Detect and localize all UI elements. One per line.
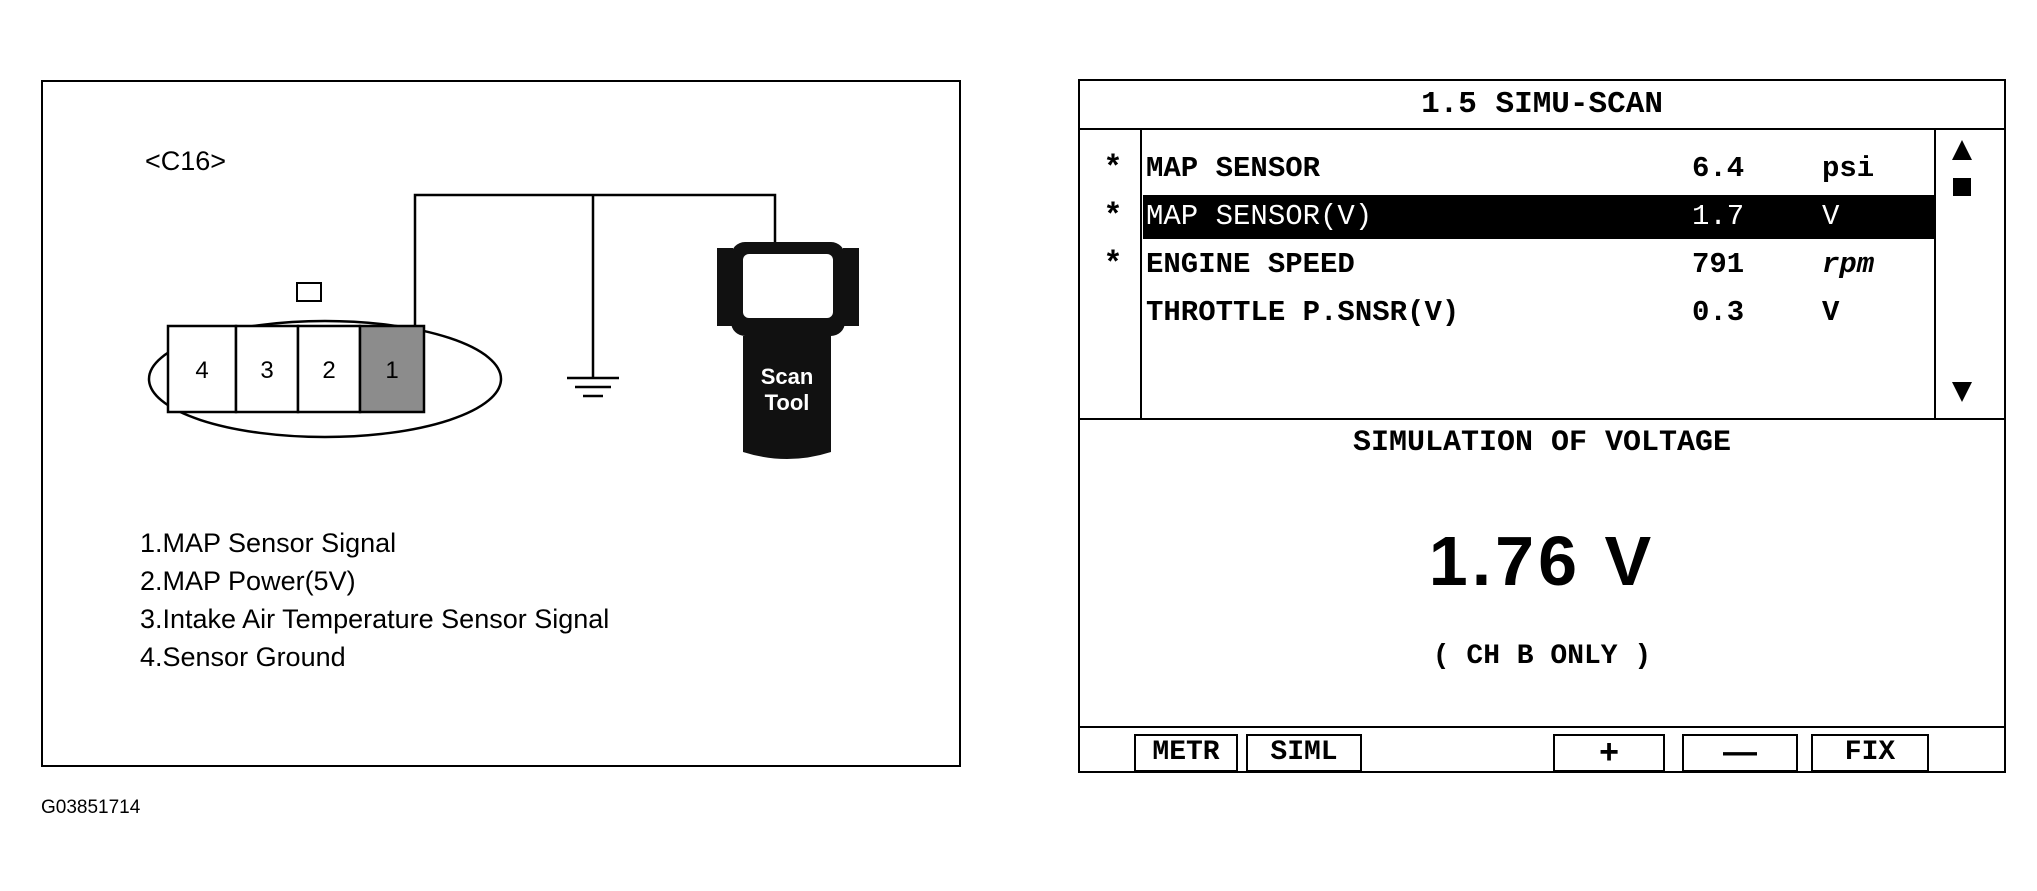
- row-value: 6.4: [1692, 152, 1745, 185]
- metr-button[interactable]: METR: [1134, 734, 1238, 772]
- pin-3-label: 3: [260, 357, 273, 384]
- legend-item: 4.Sensor Ground: [140, 642, 346, 672]
- legend-item: 1.MAP Sensor Signal: [140, 528, 397, 558]
- connector-label: <C16>: [145, 146, 227, 176]
- simulation-note: ( CH B ONLY ): [1432, 641, 1652, 672]
- signal-wire: [413, 193, 777, 372]
- row-highlight: [1143, 195, 1934, 239]
- connector-c16: 4 3 2 1: [147, 282, 503, 439]
- row-name: THROTTLE P.SNSR(V): [1146, 296, 1460, 329]
- selected-mark: *: [1103, 198, 1123, 235]
- wiring-diagram: 4 3 2 1 Scan Tool: [147, 193, 859, 459]
- row-name: MAP SENSOR(V): [1146, 200, 1373, 233]
- siml-button[interactable]: SIML: [1246, 734, 1362, 772]
- selected-mark: *: [1103, 246, 1123, 283]
- scroll-up-icon[interactable]: [1952, 140, 1972, 160]
- screen-title: 1.5 SIMU-SCAN: [1080, 81, 2004, 130]
- function-key-bar: METR SIML + — FIX: [1080, 726, 2004, 772]
- scan-tool-icon: Scan Tool: [717, 242, 859, 459]
- data-list: * MAP SENSOR 6.4 psi * MAP SENSOR(V) 1.7…: [1080, 130, 2004, 420]
- row-unit: V: [1822, 200, 1840, 233]
- figure-id: G03851714: [41, 797, 141, 818]
- legend-item: 3.Intake Air Temperature Sensor Signal: [140, 604, 610, 634]
- pin-1-highlighted: [358, 324, 426, 414]
- scroll-down-icon[interactable]: [1952, 382, 1972, 402]
- fix-button[interactable]: FIX: [1811, 734, 1929, 772]
- data-row-map-sensor[interactable]: * MAP SENSOR 6.4 psi: [1080, 145, 1934, 193]
- minus-button[interactable]: —: [1682, 734, 1798, 772]
- pin-legend: 1.MAP Sensor Signal 2.MAP Power(5V) 3.In…: [140, 524, 609, 676]
- data-row-engine-speed[interactable]: * ENGINE SPEED 791 rpm: [1080, 241, 1934, 289]
- row-unit: psi: [1822, 152, 1875, 185]
- scan-tool-screen: 1.5 SIMU-SCAN * MAP SENSOR 6.4 psi * MAP…: [1078, 79, 2006, 773]
- row-unit: V: [1822, 296, 1840, 329]
- pin-1-label: 1: [385, 357, 398, 384]
- scroll-thumb[interactable]: [1953, 178, 1971, 196]
- row-value: 791: [1692, 248, 1745, 281]
- data-row-throttle[interactable]: THROTTLE P.SNSR(V) 0.3 V: [1080, 289, 1934, 337]
- connector-diagram-panel: <C16> 4 3 2 1: [41, 80, 961, 767]
- simulation-value: 1.76 V: [1428, 522, 1656, 600]
- pin-2-label: 2: [322, 357, 335, 384]
- row-value: 0.3: [1692, 296, 1745, 329]
- plus-button[interactable]: +: [1553, 734, 1665, 772]
- scan-tool-label-line1: Scan: [761, 364, 814, 389]
- selected-mark: *: [1103, 150, 1123, 187]
- row-value: 1.7: [1692, 200, 1745, 233]
- row-name: ENGINE SPEED: [1146, 248, 1355, 281]
- legend-item: 2.MAP Power(5V): [140, 566, 356, 596]
- ground-icon: [567, 376, 619, 398]
- scan-tool-label-line2: Tool: [765, 390, 810, 415]
- row-name: MAP SENSOR: [1146, 152, 1321, 185]
- simulation-title: SIMULATION OF VOLTAGE: [1352, 426, 1732, 460]
- data-row-map-sensor-v[interactable]: * MAP SENSOR(V) 1.7 V: [1080, 193, 1934, 241]
- pin-4-label: 4: [195, 357, 208, 384]
- row-unit: rpm: [1822, 248, 1875, 281]
